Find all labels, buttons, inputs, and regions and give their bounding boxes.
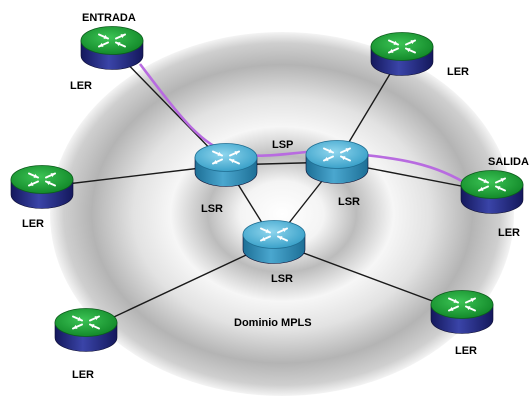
- ler-label-entrada: LER: [70, 80, 92, 92]
- ler-label-salida: LER: [498, 227, 520, 239]
- mpls-domain-cloud: [50, 32, 514, 396]
- lsr-label-left: LSR: [201, 203, 223, 215]
- ler-router-icon-bottom-left: [54, 308, 118, 352]
- lsr-label-bottom: LSR: [271, 273, 293, 285]
- lsr-router-icon-left: [194, 143, 258, 187]
- ler-router-icon-salida: [460, 170, 524, 214]
- link-lsr-bottom-ler-bottom-right: [273, 241, 463, 313]
- link-ler-entrada-lsr-left: [111, 47, 227, 166]
- ler-label-bottom-left: LER: [72, 369, 94, 381]
- router-layer: [10, 26, 524, 352]
- ler-label-top-right: LER: [447, 66, 469, 78]
- ler-router-icon-left: [10, 165, 74, 209]
- entrada-label: ENTRADA: [82, 12, 136, 24]
- ler-label-left: LER: [22, 218, 44, 230]
- lsr-router-icon-bottom: [242, 220, 306, 264]
- lsp-label: LSP: [272, 139, 293, 151]
- lsr-router-icon-right: [305, 140, 369, 184]
- ler-router-icon-bottom-right: [430, 290, 494, 334]
- link-lsr-bottom-ler-bottom-left: [85, 241, 275, 331]
- domain-label: Dominio MPLS: [234, 317, 312, 329]
- lsp-path: [138, 63, 471, 188]
- salida-label: SALIDA: [488, 156, 529, 168]
- ler-label-bottom-right: LER: [455, 345, 477, 357]
- ler-router-icon-entrada: [80, 26, 144, 70]
- ler-router-icon-top-right: [370, 32, 434, 76]
- lsr-label-right: LSR: [338, 196, 360, 208]
